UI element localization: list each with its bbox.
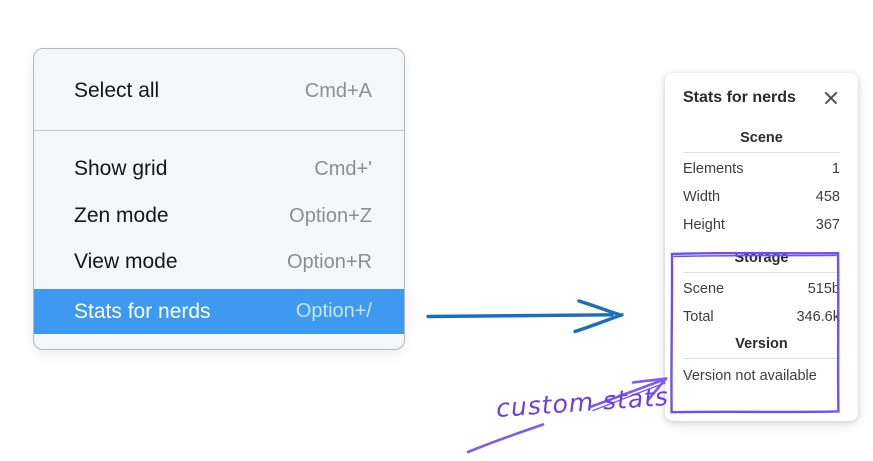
menu-item-shortcut: Option+Z	[289, 204, 372, 227]
stat-label: Width	[683, 189, 721, 205]
stats-panel-header: Stats for nerds	[683, 85, 840, 111]
stat-row-elements: Elements 1	[683, 155, 840, 183]
stat-label: Elements	[683, 161, 744, 177]
stat-label: Total	[683, 309, 714, 325]
stat-value: 515b	[807, 281, 840, 297]
stat-value: 367	[815, 217, 840, 233]
menu-item-label: Show grid	[74, 157, 168, 180]
version-section-header: Version	[735, 336, 788, 352]
version-note: Version not available	[683, 368, 817, 384]
stat-label: Height	[683, 217, 725, 233]
menu-item-label: Stats for nerds	[74, 299, 211, 323]
menu-item-label: Zen mode	[74, 204, 169, 227]
menu-item-shortcut: Cmd+A	[304, 79, 372, 102]
stat-value: 458	[815, 189, 840, 205]
menu-item-show-grid[interactable]: Show grid Cmd+'	[34, 148, 404, 190]
stat-row-total-storage: Total 346.6k	[683, 303, 840, 331]
menu-item-shortcut: Option+/	[295, 300, 372, 322]
context-menu: Select all Cmd+A Show grid Cmd+' Zen mod…	[33, 48, 405, 350]
storage-section-header: Storage	[734, 250, 789, 266]
stat-row-scene-storage: Scene 515b	[683, 275, 840, 303]
close-icon[interactable]	[822, 89, 840, 107]
menu-item-label: Select all	[74, 79, 160, 102]
menu-item-shortcut: Option+R	[286, 250, 372, 273]
custom-stats-annotation: custom stats	[495, 382, 670, 423]
menu-item-view-mode[interactable]: View mode Option+R	[34, 241, 404, 283]
menu-item-label: View mode	[74, 250, 178, 273]
stat-value: 1	[831, 161, 840, 177]
stat-row-height: Height 367	[683, 211, 840, 239]
menu-item-shortcut: Cmd+'	[314, 157, 372, 180]
menu-item-select-all[interactable]: Select all Cmd+A	[34, 70, 404, 112]
stats-panel: Stats for nerds Scene Elements 1 Width 4…	[665, 73, 858, 421]
stats-panel-title: Stats for nerds	[683, 89, 796, 106]
menu-item-zen-mode[interactable]: Zen mode Option+Z	[34, 195, 404, 237]
stat-value: 346.6k	[796, 309, 840, 325]
scene-section-header: Scene	[740, 130, 783, 146]
stat-row-width: Width 458	[683, 183, 840, 211]
pointer-arrow	[426, 299, 624, 334]
menu-item-stats-for-nerds[interactable]: Stats for nerds Option+/	[34, 289, 404, 334]
menu-divider	[34, 130, 404, 131]
section-divider	[683, 272, 840, 273]
section-divider	[683, 152, 840, 153]
section-divider	[683, 358, 840, 359]
stat-label: Scene	[683, 281, 725, 297]
